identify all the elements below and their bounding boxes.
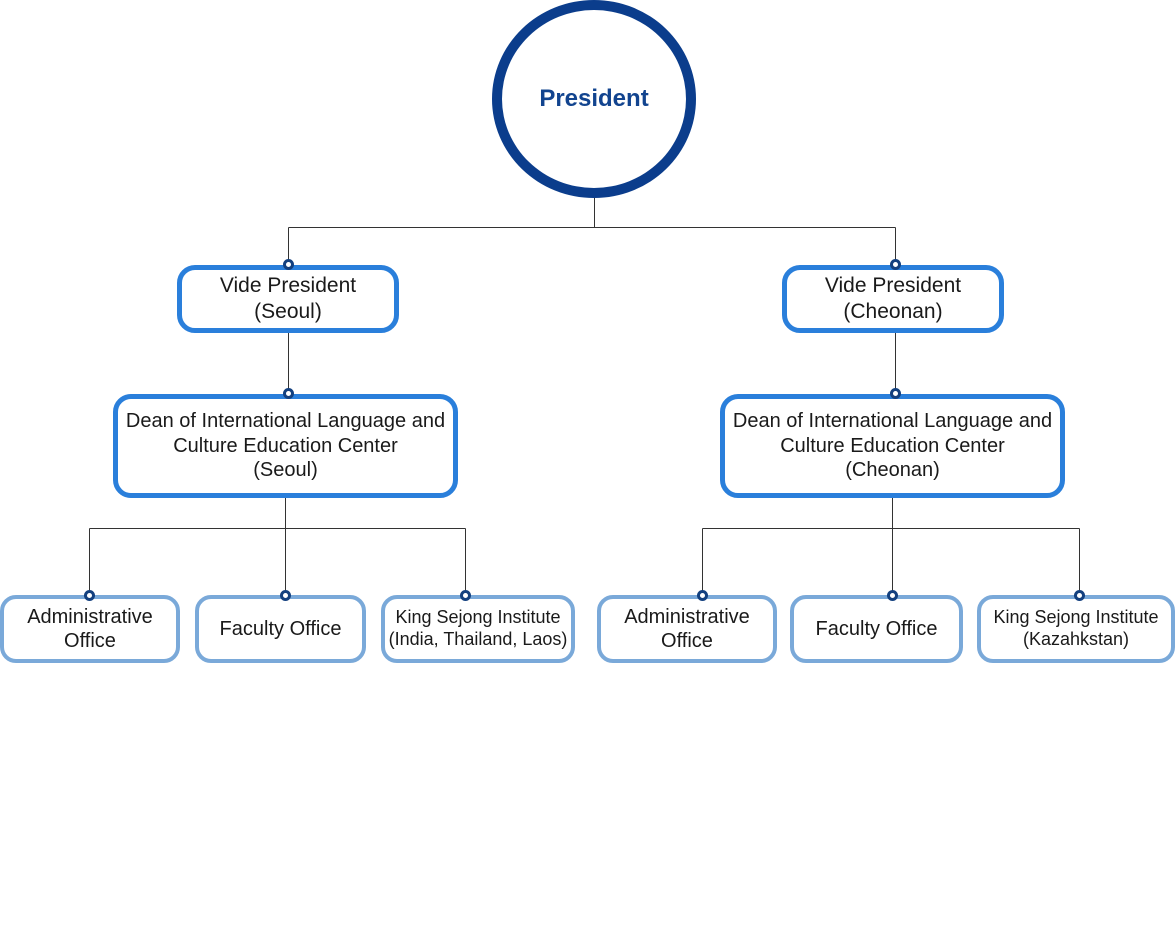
connector-dot-seoul-faculty-office [280, 590, 291, 601]
node-president[interactable]: President [492, 0, 696, 198]
node-cheonan-faculty-office[interactable]: Faculty Office [790, 595, 963, 663]
connector-dot-dean-seoul [283, 388, 294, 399]
connector-dot-seoul-administrative-office [84, 590, 95, 601]
connector-dot-cheonan-faculty-office [887, 590, 898, 601]
connector-dot-cheonan-administrative-office [697, 590, 708, 601]
node-vice-president-seoul[interactable]: Vide President (Seoul) [177, 265, 399, 333]
node-cheonan-king-sejong-institute[interactable]: King Sejong Institute (Kazahkstan) [977, 595, 1175, 663]
connector-dot-seoul-king-sejong-institute [460, 590, 471, 601]
connector-dot-vp-seoul [283, 259, 294, 270]
connector-dot-cheonan-king-sejong-institute [1074, 590, 1085, 601]
node-seoul-faculty-office[interactable]: Faculty Office [195, 595, 366, 663]
node-vice-president-cheonan[interactable]: Vide President (Cheonan) [782, 265, 1004, 333]
connector-dot-vp-cheonan [890, 259, 901, 270]
connector-dot-dean-cheonan [890, 388, 901, 399]
node-seoul-king-sejong-institute[interactable]: King Sejong Institute (India, Thailand, … [381, 595, 575, 663]
node-cheonan-administrative-office[interactable]: Administrative Office [597, 595, 777, 663]
node-dean-seoul[interactable]: Dean of International Language and Cultu… [113, 394, 458, 498]
node-dean-cheonan[interactable]: Dean of International Language and Cultu… [720, 394, 1065, 498]
node-seoul-administrative-office[interactable]: Administrative Office [0, 595, 180, 663]
